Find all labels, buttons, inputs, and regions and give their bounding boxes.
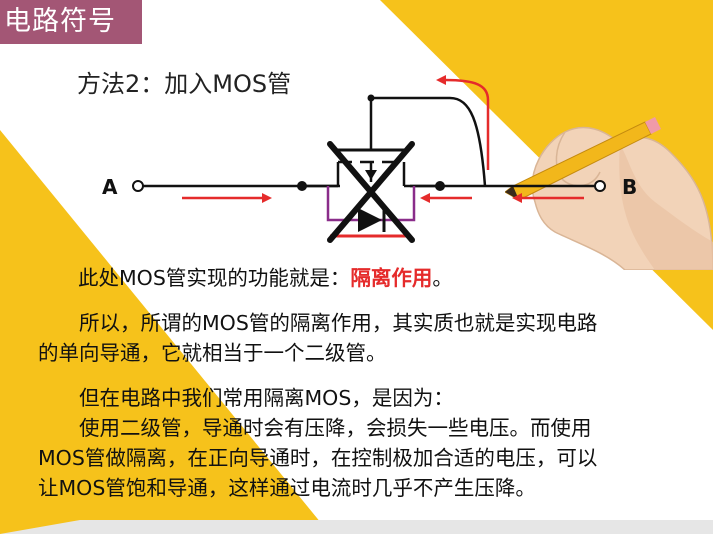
paragraph-function-suffix: 。 [432,266,453,290]
paragraph-function: 此处MOS管实现的功能就是：隔离作用。 [78,263,453,293]
slide-title: 电路符号 [0,0,142,44]
method-subtitle: 方法2：加入MOS管 [77,70,292,98]
gray-shadow-bottom [0,520,713,534]
body-diode-icon [326,186,416,232]
gate-wire [369,96,487,187]
paragraph-reason-line-4: 让MOS管饱和导通，这样通过电流时几乎不产生压降。 [38,476,536,500]
yellow-stripe-left [0,130,330,534]
current-arrow-middle [420,193,472,203]
paragraph-function-highlight: 隔离作用 [350,266,433,290]
paragraph-reason-line-2: 使用二级管，导通时会有压降，会损失一些电压。而使用 [38,416,592,440]
paragraph-isolation-line-1: 所以，所谓的MOS管的隔离作用，其实质也就是实现电路 [38,311,598,335]
paragraph-reason-line-1: 但在电路中我们常用隔离MOS，是因为： [38,386,454,410]
gate-dot [367,94,375,102]
paragraph-reason-line-3: MOS管做隔离，在正向导通时，在控制极加合适的电压，可以 [38,446,598,470]
current-arrow-right [512,193,584,203]
paragraph-reason: 但在电路中我们常用隔离MOS，是因为： 使用二级管，导通时会有压降，会损失一些电… [38,383,688,503]
hand-shade [619,144,713,270]
hand-pencil-illustration [505,117,713,270]
terminal-b-icon [594,180,606,192]
mos-transistor-icon [302,100,440,188]
terminal-label-a: A [102,175,118,199]
current-arrow-left [182,193,272,203]
paragraph-isolation-line-2: 的单向导通，它就相当于一个二级管。 [38,341,387,365]
terminal-label-b: B [622,175,637,199]
gate-loop-arrow [436,75,490,170]
cross-out-icon [327,141,415,243]
hand-finger [555,131,601,187]
paragraph-function-prefix: 此处MOS管实现的功能就是： [78,266,351,290]
terminal-a-icon [132,180,144,192]
mos-circuit-diagram: A B [102,75,637,243]
paragraph-isolation: 所以，所谓的MOS管的隔离作用，其实质也就是实现电路 的单向导通，它就相当于一个… [38,308,688,368]
